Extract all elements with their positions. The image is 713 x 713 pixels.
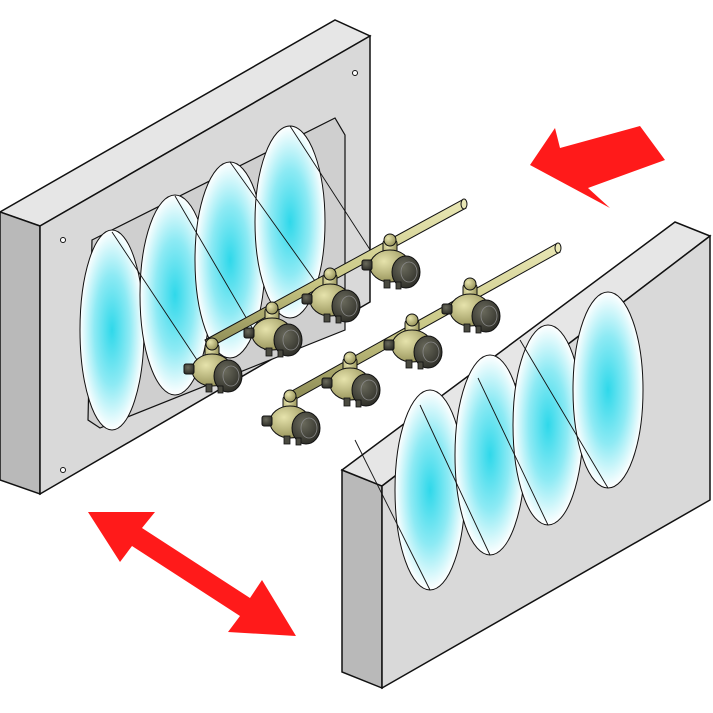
spray-cone bbox=[512, 324, 584, 526]
spray-cone bbox=[394, 389, 466, 591]
spray-nozzle-group bbox=[183, 233, 501, 446]
screw-hole bbox=[60, 237, 66, 243]
spray-nozzle-icon bbox=[321, 351, 381, 408]
spray-nozzle-icon bbox=[183, 337, 243, 394]
spray-nozzle-icon bbox=[301, 267, 361, 324]
spray-cone bbox=[79, 229, 145, 431]
double-headed-arrow-icon bbox=[88, 512, 296, 636]
spray-cone-lines bbox=[354, 339, 609, 591]
left-panel-side bbox=[0, 211, 41, 496]
spray-nozzle-icon bbox=[243, 301, 303, 358]
screw-hole bbox=[60, 467, 66, 473]
spray-nozzle-icon bbox=[441, 277, 501, 334]
spray-cone-lines bbox=[111, 125, 379, 373]
screw-hole bbox=[352, 70, 358, 76]
spray-cone bbox=[572, 291, 644, 489]
spray-nozzle-icon bbox=[261, 389, 321, 446]
left-spray-panel bbox=[0, 19, 379, 496]
right-spray-panel bbox=[340, 221, 712, 690]
spray-nozzle-icon bbox=[383, 313, 443, 370]
spray-nozzle-icon bbox=[361, 233, 421, 290]
right-panel-side bbox=[341, 468, 383, 690]
arrow-left-down-icon bbox=[530, 126, 665, 208]
